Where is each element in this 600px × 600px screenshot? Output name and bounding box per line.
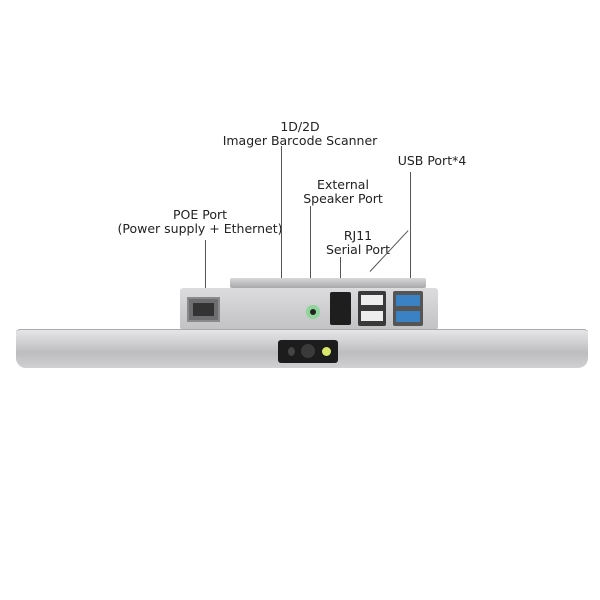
scanner-label: 1D/2D Imager Barcode Scanner xyxy=(223,120,378,148)
scanner-label-line2: Imager Barcode Scanner xyxy=(222,133,378,148)
poe-label: POE Port (Power supply + Ethernet) xyxy=(118,208,283,236)
usb3-ports xyxy=(393,291,423,326)
speaker-jack xyxy=(306,305,320,319)
poe-label-line1: POE Port xyxy=(172,207,228,222)
poe-ethernet-port xyxy=(187,297,220,322)
barcode-scanner-window xyxy=(278,340,338,363)
usb2-ports xyxy=(358,291,386,326)
usb-label: USB Port*4 xyxy=(397,153,467,168)
rj11-serial-port xyxy=(330,292,351,325)
speaker-label-line1: External xyxy=(317,177,369,192)
poe-label-line2: (Power supply + Ethernet) xyxy=(117,221,283,236)
speaker-label: External Speaker Port xyxy=(303,178,383,206)
rj11-label-line1: RJ11 xyxy=(343,228,373,243)
speaker-label-line2: Speaker Port xyxy=(303,191,383,206)
speaker-leader-line xyxy=(310,206,311,306)
rj11-leader-line xyxy=(340,257,341,293)
rj11-label: RJ11 Serial Port xyxy=(326,229,390,257)
rj11-label-line2: Serial Port xyxy=(325,242,391,257)
scanner-label-line1: 1D/2D xyxy=(280,119,320,134)
scanner-leader-line xyxy=(281,146,282,346)
poe-leader-line xyxy=(205,240,206,298)
hinge-bracket xyxy=(230,278,426,288)
usb-leader-line xyxy=(410,172,411,292)
